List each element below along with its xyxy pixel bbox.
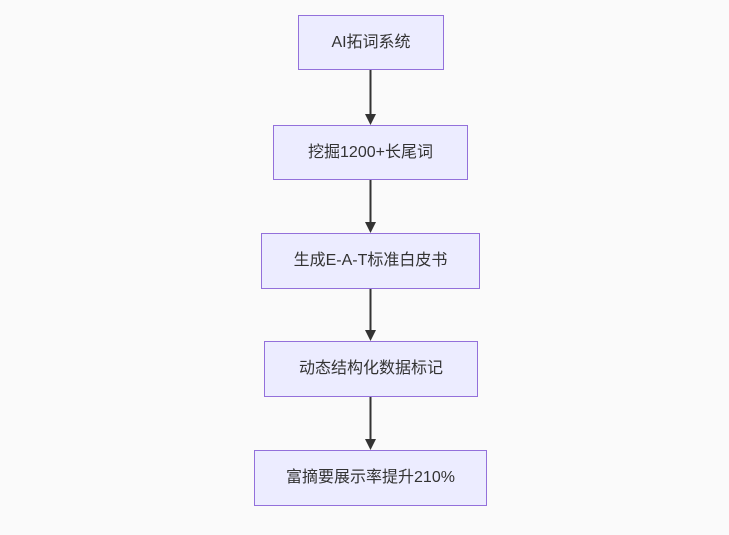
arrow-n2-n3: [365, 180, 376, 233]
flowchart-node-ai-expansion: AI拓词系统: [298, 15, 444, 70]
flowchart-node-structured-data: 动态结构化数据标记: [264, 341, 478, 397]
flowchart-node-rich-snippet-result: 富摘要展示率提升210%: [254, 450, 487, 506]
arrow-n1-n2: [365, 70, 376, 125]
arrow-n4-n5: [365, 397, 376, 450]
arrow-n3-n4: [365, 289, 376, 341]
node-label: 挖掘1200+长尾词: [308, 143, 433, 161]
flowchart-node-eat-whitepaper: 生成E-A-T标准白皮书: [261, 233, 480, 289]
node-label: 富摘要展示率提升210%: [286, 469, 455, 487]
flowchart-node-longtail-mining: 挖掘1200+长尾词: [273, 125, 468, 180]
node-label: AI拓词系统: [331, 33, 411, 51]
node-label: 生成E-A-T标准白皮书: [293, 252, 448, 270]
node-label: 动态结构化数据标记: [298, 360, 443, 378]
